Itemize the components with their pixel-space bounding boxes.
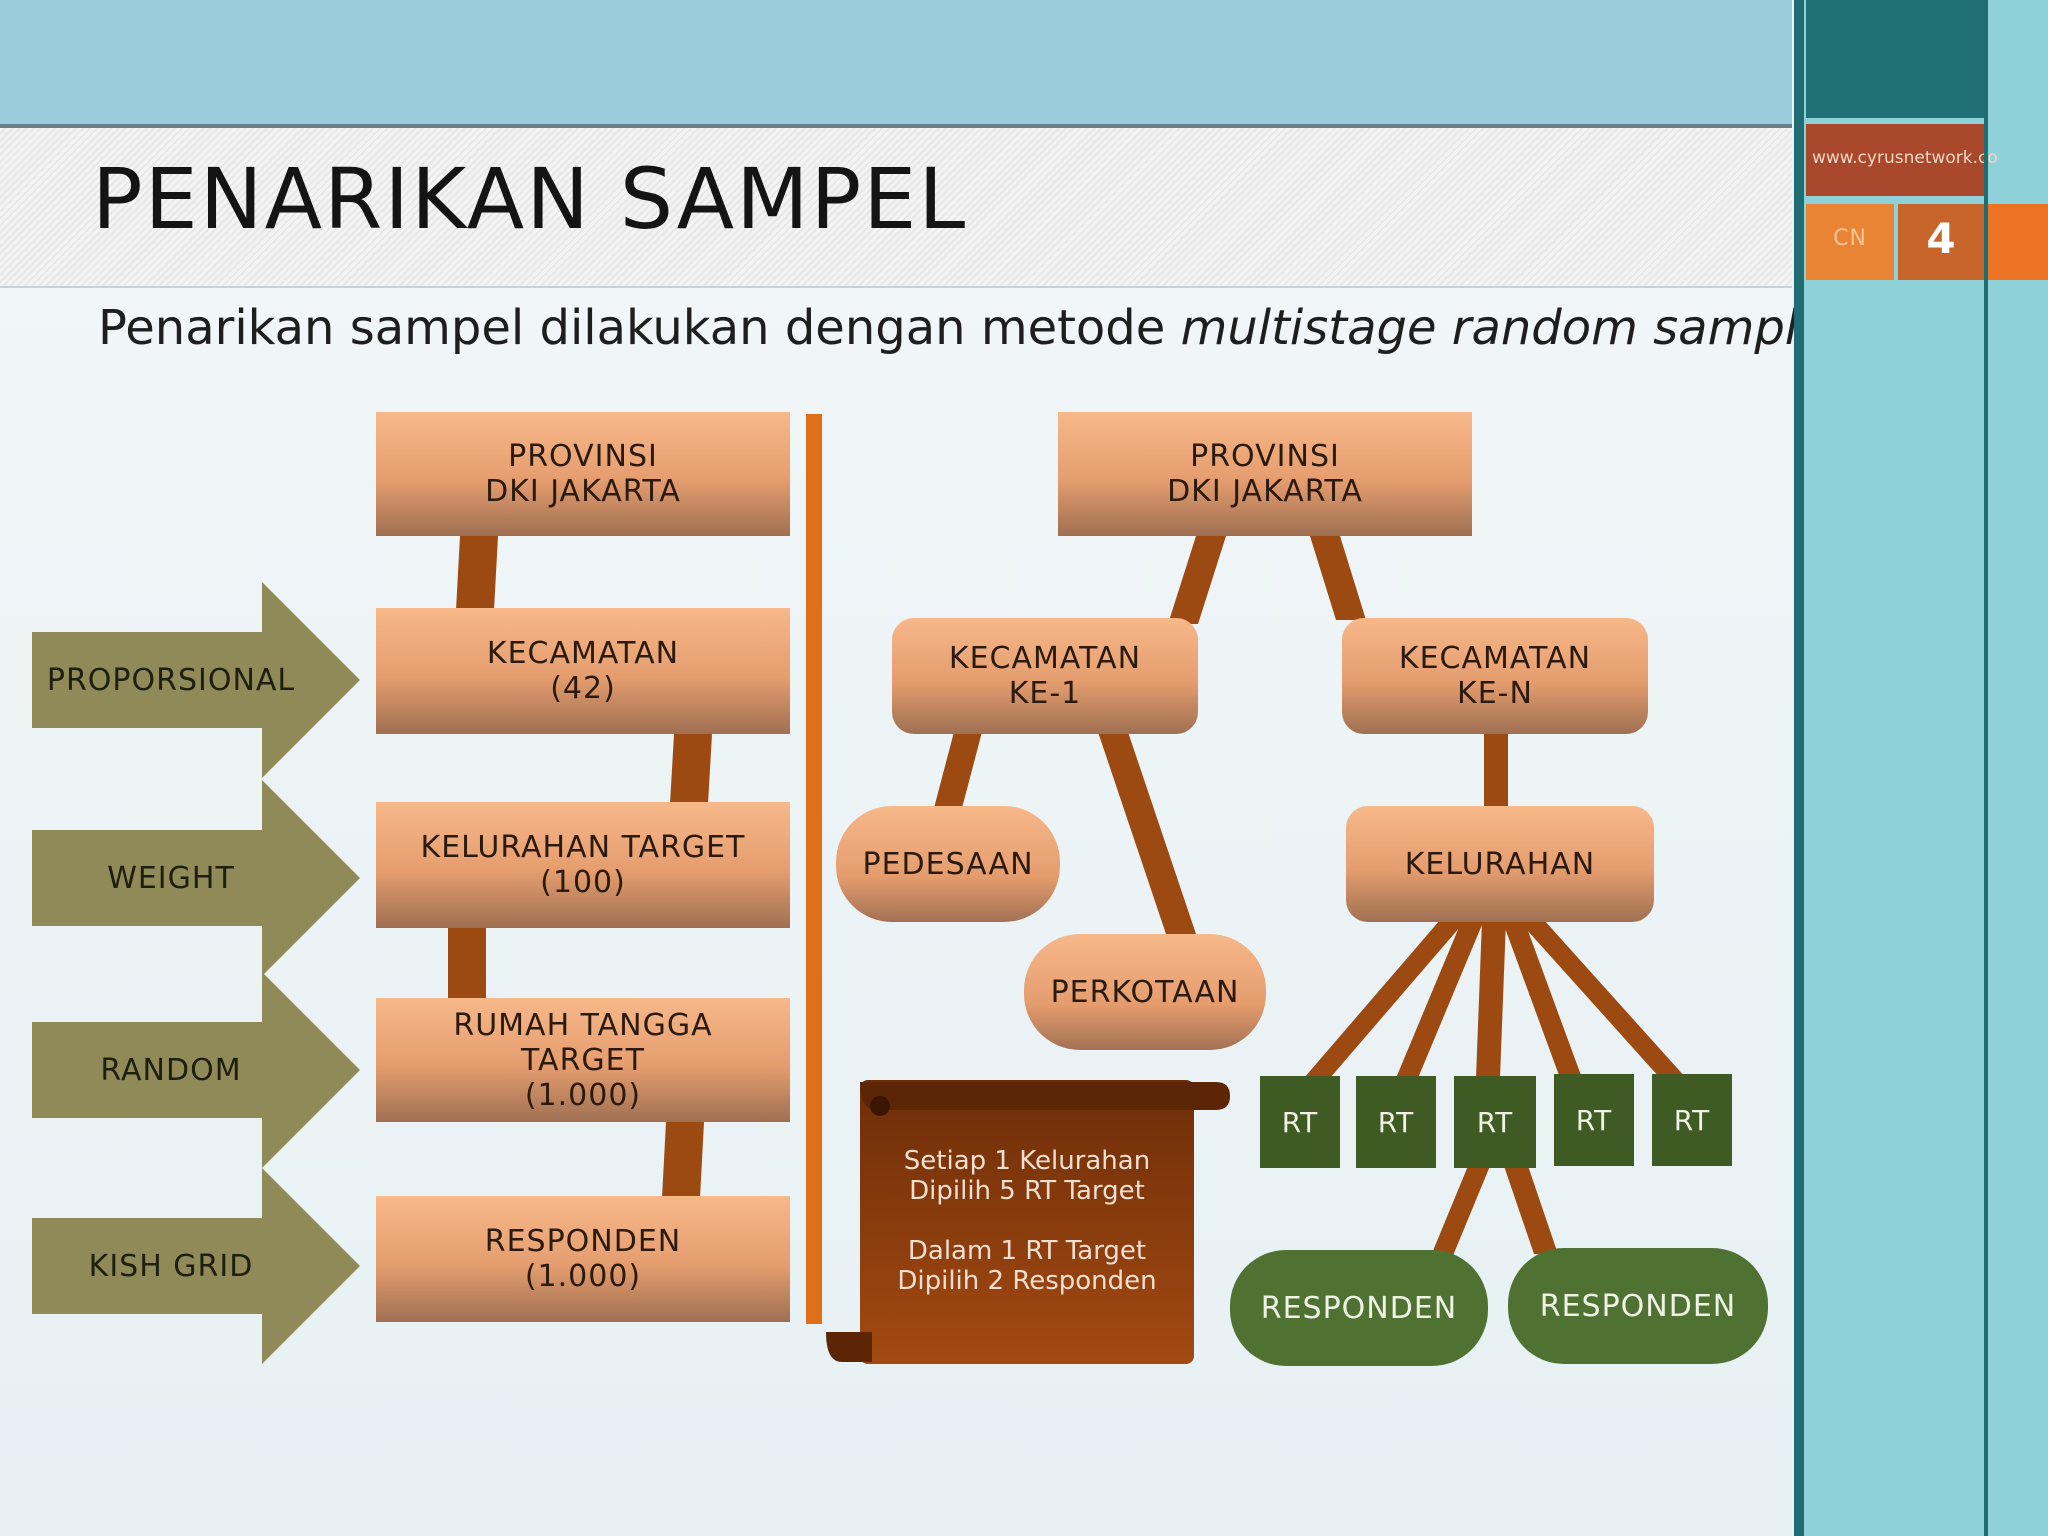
tree-responden-2: RESPONDEN [1508, 1248, 1768, 1364]
tree-pedesaan: PEDESAAN [836, 806, 1060, 922]
connector-root-kecn [1310, 536, 1366, 620]
connector-left-2 [670, 734, 712, 804]
page-number: 4 [1926, 214, 1956, 263]
note-scroll [826, 1080, 1230, 1364]
strip-teal-block [1806, 0, 1984, 118]
connector-kel-rt1 [1304, 920, 1466, 1078]
note-text: Setiap 1 Kelurahan Dipilih 5 RT Target D… [897, 1146, 1157, 1296]
page-number-block [1898, 204, 1984, 280]
tree-rt-5: RT [1652, 1074, 1732, 1166]
brand-logo: CN [1833, 226, 1867, 251]
box-kecamatan-42: KECAMATAN (42) [376, 608, 790, 734]
connector-kel-rt2 [1396, 920, 1484, 1078]
strip-divider [1794, 0, 1804, 1536]
tree-rt-2: RT [1356, 1076, 1436, 1168]
connector-rt-resp2 [1504, 1166, 1558, 1254]
tree-kelurahan: KELURAHAN [1346, 806, 1654, 922]
scroll-body [860, 1080, 1194, 1364]
tree-kecamatan-ken: KECAMATAN KE-N [1342, 618, 1648, 734]
method-label-random: RANDOM [100, 1052, 242, 1088]
connector-kel-rt4 [1502, 920, 1582, 1078]
method-arrows [32, 582, 360, 1364]
box-rumah-tangga: RUMAH TANGGA TARGET (1.000) [376, 998, 790, 1122]
title-bar [0, 124, 1792, 288]
vertical-divider [806, 414, 822, 1324]
subtitle-italic: multistage random sampling [1180, 300, 1873, 356]
connector-left-3 [448, 928, 486, 1000]
connector-kec1-perkotaan [1098, 732, 1196, 934]
website-block [1806, 124, 1984, 196]
arrow-random [32, 972, 360, 1168]
strip-edge-line [1984, 0, 1988, 1536]
arrow-weight [32, 780, 360, 976]
connector-left-4 [662, 1122, 704, 1198]
method-label-proporsional: PROPORSIONAL [46, 662, 296, 698]
connector-kel-rt5 [1518, 920, 1686, 1078]
website-text: www.cyrusnetwork.co [1812, 148, 1998, 168]
slide-subtitle: Penarikan sampel dilakukan dengan metode… [98, 300, 1888, 356]
connector-left-1 [456, 536, 498, 610]
tree-rt-3: RT [1454, 1076, 1536, 1168]
scroll-top-roll [860, 1082, 1230, 1110]
tree-perkotaan: PERKOTAAN [1024, 934, 1266, 1050]
slide-title: PENARIKAN SAMPEL [92, 150, 968, 248]
tree-rt-1: RT [1260, 1076, 1340, 1168]
scroll-bottom-roll [826, 1332, 872, 1362]
method-label-kish-grid: KISH GRID [88, 1248, 254, 1284]
connector-kec1-pedesaan [934, 732, 982, 808]
connector-kel-rt3 [1476, 920, 1506, 1078]
connector-root-kec1 [1168, 536, 1226, 624]
tree-responden-1: RESPONDEN [1230, 1250, 1488, 1366]
box-provinsi-left: PROVINSI DKI JAKARTA [376, 412, 790, 536]
arrow-proporsional [32, 582, 360, 778]
tree-kecamatan-ke1: KECAMATAN KE-1 [892, 618, 1198, 734]
method-label-weight: WEIGHT [107, 860, 235, 896]
connector-rt-resp1 [1430, 1166, 1490, 1258]
arrow-kish-grid [32, 1168, 360, 1364]
top-band [0, 0, 1792, 124]
strip-orange-block [1988, 204, 2048, 280]
connectors [448, 536, 1686, 1258]
subtitle-plain: Penarikan sampel dilakukan dengan metode [98, 300, 1181, 356]
box-responden-left: RESPONDEN (1.000) [376, 1196, 790, 1322]
connector-kecn-kelurahan [1484, 732, 1508, 808]
tree-rt-4: RT [1554, 1074, 1634, 1166]
box-kelurahan-target: KELURAHAN TARGET (100) [376, 802, 790, 928]
diagram-shapes [32, 536, 1686, 1364]
logo-block [1806, 204, 1894, 280]
tree-root-provinsi: PROVINSI DKI JAKARTA [1058, 412, 1472, 536]
scroll-curl [870, 1096, 890, 1116]
